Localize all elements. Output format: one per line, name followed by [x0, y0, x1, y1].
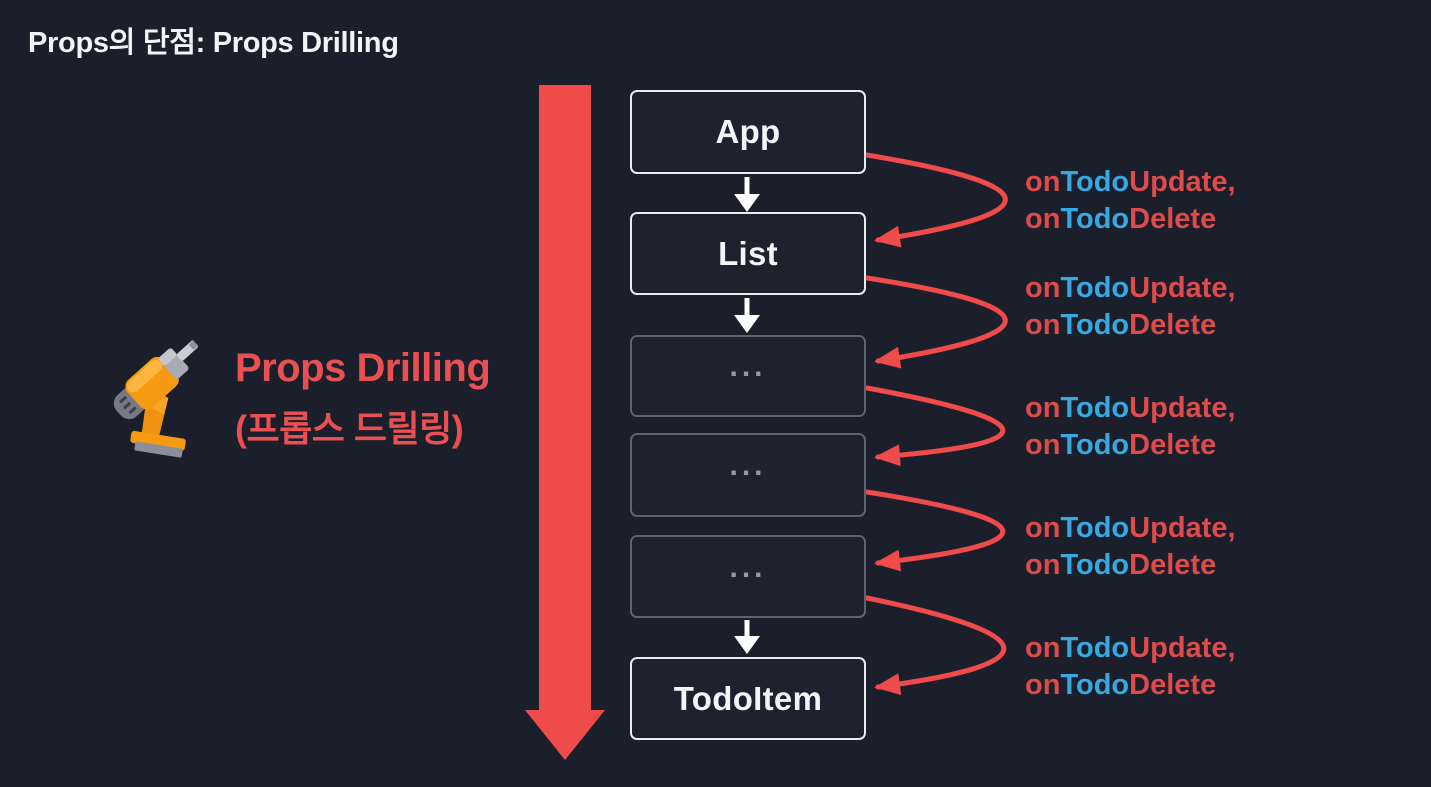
- props-connector-5-icon: [864, 595, 1007, 696]
- props-label-text: on: [1025, 429, 1061, 461]
- props-label-line2: onTodoDelete: [1025, 547, 1236, 584]
- props-label-1: onTodoUpdate, onTodoDelete: [1025, 164, 1236, 238]
- annotation-heading: Props Drilling: [235, 346, 491, 390]
- props-label-line2: onTodoDelete: [1025, 307, 1236, 344]
- drilling-direction-arrow: [525, 85, 605, 760]
- component-label-ellipsis-1: ...: [729, 350, 767, 383]
- props-label-line1: onTodoUpdate,: [1025, 630, 1236, 667]
- props-label-line2: onTodoDelete: [1025, 667, 1236, 704]
- props-label-text: Todo: [1060, 512, 1130, 544]
- component-box-todoitem: TodoItem: [630, 657, 866, 740]
- props-label-text: Todo: [1060, 166, 1130, 198]
- props-label-text: Delete: [1129, 203, 1217, 235]
- props-label-text: Todo: [1060, 549, 1130, 581]
- props-label-text: Update,: [1129, 392, 1236, 424]
- component-label-todoitem: TodoItem: [673, 679, 823, 717]
- props-label-text: on: [1025, 512, 1061, 544]
- drill-icon: [113, 340, 199, 458]
- component-box-ellipsis-2: ...: [630, 433, 866, 517]
- props-connector-2-icon: [864, 275, 1008, 369]
- props-label-text: Todo: [1060, 203, 1130, 235]
- props-label-text: Delete: [1129, 429, 1217, 461]
- props-label-line1: onTodoUpdate,: [1025, 164, 1236, 201]
- props-label-text: on: [1025, 272, 1061, 304]
- props-label-text: Update,: [1129, 512, 1236, 544]
- props-connector-1-icon: [864, 152, 1008, 248]
- props-label-text: Todo: [1060, 272, 1130, 304]
- props-connector-3-icon: [864, 385, 1006, 467]
- component-label-ellipsis-3: ...: [729, 550, 767, 584]
- props-label-text: Todo: [1060, 669, 1130, 701]
- props-label-text: Update,: [1129, 272, 1236, 304]
- props-label-text: Update,: [1129, 632, 1236, 664]
- props-label-text: Todo: [1060, 392, 1130, 424]
- component-box-app: App: [630, 90, 866, 174]
- props-label-text: Update,: [1129, 166, 1236, 198]
- props-label-text: Delete: [1129, 549, 1217, 581]
- props-label-line1: onTodoUpdate,: [1025, 390, 1236, 427]
- component-box-ellipsis-1: ...: [630, 335, 866, 417]
- props-label-text: on: [1025, 632, 1061, 664]
- component-box-list: List: [630, 212, 866, 295]
- props-label-text: Todo: [1060, 429, 1130, 461]
- annotation-subheading: (프롭스 드릴링): [235, 408, 464, 449]
- props-label-line2: onTodoDelete: [1025, 201, 1236, 238]
- props-label-text: on: [1025, 549, 1061, 581]
- props-connectors: [864, 152, 1008, 696]
- props-label-line1: onTodoUpdate,: [1025, 270, 1236, 307]
- props-label-5: onTodoUpdate, onTodoDelete: [1025, 630, 1236, 704]
- component-box-ellipsis-3: ...: [630, 535, 866, 618]
- props-label-2: onTodoUpdate, onTodoDelete: [1025, 270, 1236, 344]
- props-label-line2: onTodoDelete: [1025, 427, 1236, 464]
- props-label-text: Delete: [1129, 669, 1217, 701]
- props-label-text: on: [1025, 309, 1061, 341]
- props-label-text: on: [1025, 392, 1061, 424]
- props-drilling-annotation: Props Drilling (프롭스 드릴링): [103, 340, 491, 458]
- props-label-line1: onTodoUpdate,: [1025, 510, 1236, 547]
- props-label-3: onTodoUpdate, onTodoDelete: [1025, 390, 1236, 464]
- page-title: Props의 단점: Props Drilling: [28, 27, 399, 59]
- props-label-text: Delete: [1129, 309, 1217, 341]
- props-label-text: Todo: [1060, 309, 1130, 341]
- props-connector-4-icon: [864, 489, 1006, 572]
- props-label-text: on: [1025, 203, 1061, 235]
- props-label-text: Todo: [1060, 632, 1130, 664]
- component-label-ellipsis-2: ...: [729, 449, 767, 482]
- props-label-4: onTodoUpdate, onTodoDelete: [1025, 510, 1236, 584]
- props-label-text: on: [1025, 166, 1061, 198]
- annotation-text: Props Drilling (프롭스 드릴링): [235, 340, 491, 452]
- props-label-text: on: [1025, 669, 1061, 701]
- component-label-list: List: [718, 234, 778, 272]
- component-label-app: App: [715, 113, 781, 150]
